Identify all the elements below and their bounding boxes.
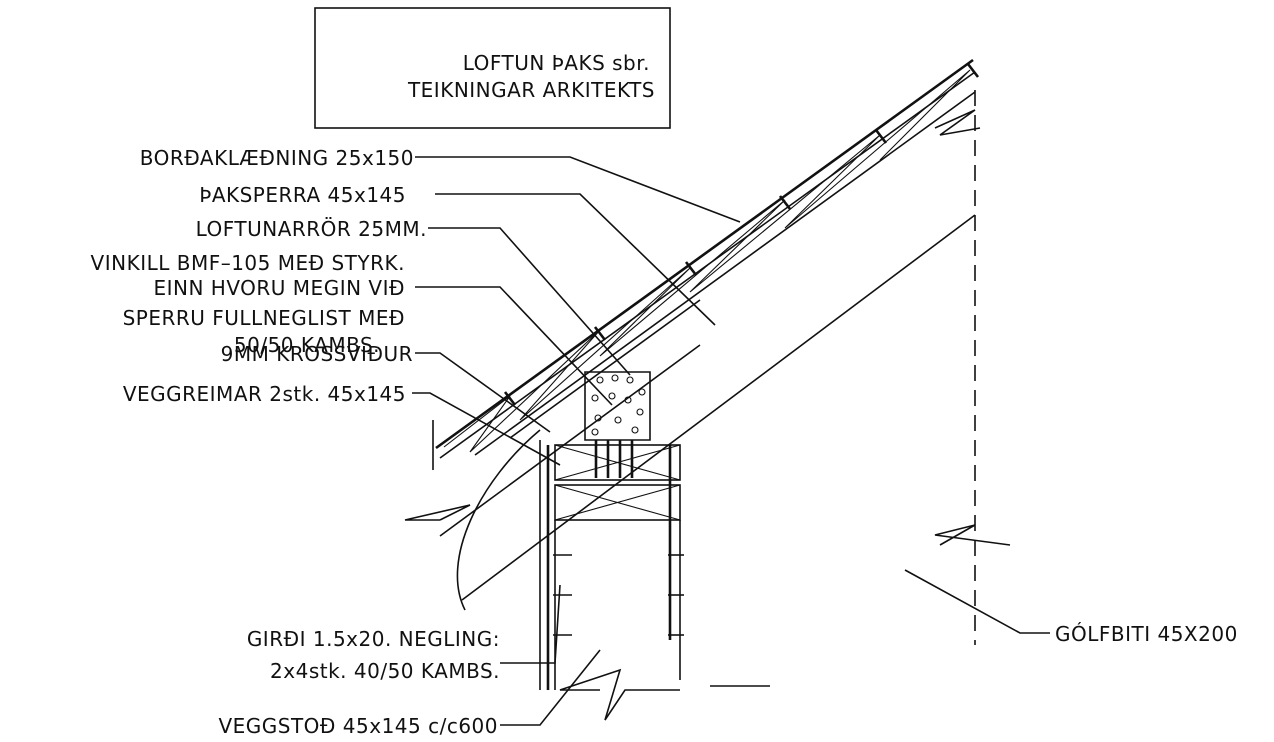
wall-assembly <box>539 440 684 690</box>
label-veggreimar: VEGGREIMAR 2stk. 45x145 <box>123 382 406 406</box>
label-bordaklaedning: BORÐAKLÆÐNING 25x150 <box>140 146 414 170</box>
break-lines <box>404 90 1011 721</box>
roof-rafter <box>435 58 980 459</box>
label-vinkill-1: VINKILL BMF–105 MEÐ STYRK. <box>91 251 405 275</box>
label-vinkill-4: 50/50 KAMBS. <box>234 333 380 357</box>
label-loftunarror: LOFTUNARRÖR 25MM. <box>196 217 427 241</box>
label-vinkill-2: EINN HVORU MEGIN VIÐ <box>153 276 405 300</box>
title-box-frame <box>314 7 671 129</box>
label-golfbiti: GÓLFBITI 45X200 <box>1055 622 1238 646</box>
label-girdi-1: GIRÐI 1.5x20. NEGLING: <box>247 627 500 651</box>
label-thaksperra: ÞAKSPERRA 45x145 <box>199 183 406 207</box>
label-veggstod: VEGGSTOÐ 45x145 c/c600 <box>218 714 498 738</box>
title-line-1: LOFTUN ÞAKS sbr. <box>463 51 650 75</box>
label-vinkill-3: SPERRU FULLNEGLIST MEÐ <box>123 306 405 330</box>
title-box: LOFTUN ÞAKS sbr. TEIKNINGAR ARKITEKTS <box>314 7 671 129</box>
annotations: BORÐAKLÆÐNING 25x150 ÞAKSPERRA 45x145 LO… <box>91 146 1238 738</box>
title-line-2: TEIKNINGAR ARKITEKTS <box>407 78 655 102</box>
label-girdi-2: 2x4stk. 40/50 KAMBS. <box>270 659 500 683</box>
label-krossvidur: 9MM KROSSVIÐUR <box>221 342 413 366</box>
ceiling-joist <box>439 214 976 601</box>
leader-lines <box>412 156 1050 726</box>
